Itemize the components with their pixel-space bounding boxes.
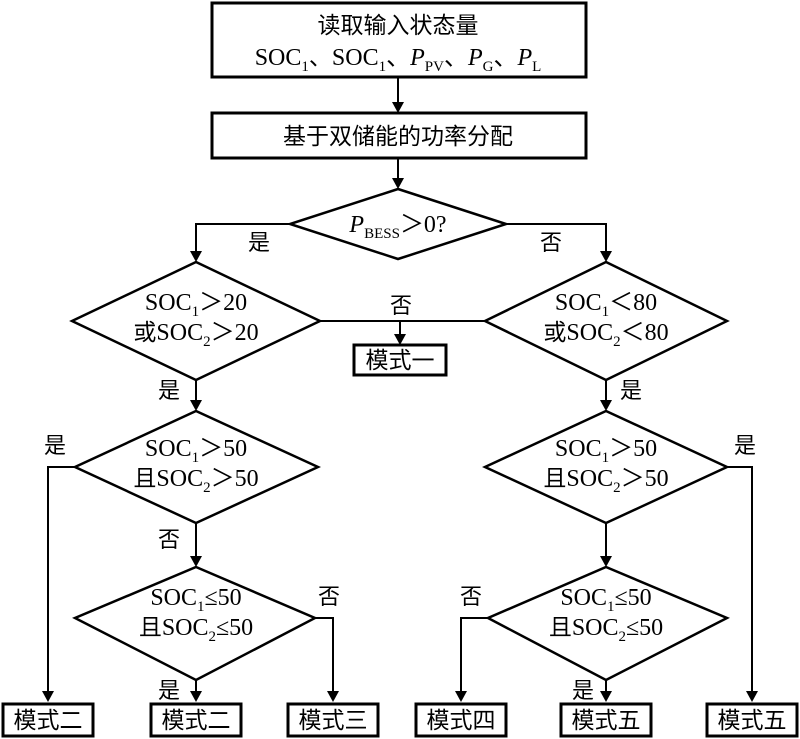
- decision-soc-gt20-line1: SOC1＞20: [145, 290, 247, 320]
- decision-soc-gt20-line2: 或SOC2＞20: [133, 320, 258, 350]
- connectors: [42, 77, 758, 702]
- decision-right-gt50-line1: SOC1＞50: [555, 436, 657, 466]
- start-variables: SOC1、SOC1、PPV、PG、PL: [255, 45, 542, 75]
- mode2a-label: 模式二: [14, 708, 83, 734]
- arrowhead: [600, 691, 612, 702]
- label-rle50-yes: 是: [572, 679, 594, 704]
- mode3-box: [286, 702, 380, 738]
- start-box: [210, 1, 588, 79]
- mode2b-box: [149, 702, 243, 738]
- arrowhead: [190, 400, 202, 411]
- mode5b-box: [705, 702, 799, 738]
- decision-left-le50-line2: 且SOC2≤50: [139, 615, 253, 645]
- label-l50-yes: 是: [44, 434, 66, 459]
- label-lle50-yes: 是: [158, 679, 180, 704]
- arrow-bess-yes: [195, 223, 290, 253]
- arrowhead: [600, 556, 612, 567]
- decision-soc-lt80-line2: 或SOC2＜80: [543, 320, 668, 350]
- arrowhead: [327, 691, 339, 702]
- mode1-label: 模式一: [366, 348, 435, 374]
- mode1-box: [352, 343, 448, 377]
- arrowhead: [394, 334, 406, 345]
- arrowhead: [190, 691, 202, 702]
- arrow-rle50-no: [460, 617, 488, 693]
- decision-left-gt50-line2: 且SOC2＞50: [133, 466, 258, 496]
- arrowhead: [392, 102, 404, 113]
- label-r50-yes: 是: [734, 434, 756, 459]
- decision-right-le50-line1: SOC1≤50: [560, 585, 651, 615]
- mode4-box: [414, 702, 508, 738]
- decision-right-le50: [485, 565, 730, 682]
- mode5a-box: [559, 702, 653, 738]
- decision-right-gt50: [482, 409, 730, 525]
- mode2b-label: 模式二: [162, 708, 231, 734]
- start-title: 读取输入状态量: [318, 13, 479, 39]
- label-l50-no: 否: [158, 528, 180, 553]
- decision-bess-text: PBESS＞0?: [348, 212, 446, 242]
- arrowhead: [190, 556, 202, 567]
- arrowhead: [600, 251, 612, 262]
- decision-left-le50-line1: SOC1≤50: [150, 585, 241, 615]
- mode4-label: 模式四: [427, 708, 496, 734]
- decision-right-gt50-line2: 且SOC2＞50: [543, 466, 668, 496]
- arrowhead: [190, 251, 202, 262]
- decision-right-le50-line2: 且SOC2≤50: [549, 615, 663, 645]
- arrowhead: [746, 691, 758, 702]
- label-right-yes: 是: [620, 379, 642, 404]
- decision-left-gt50: [72, 409, 321, 525]
- label-bess-no: 否: [540, 231, 562, 256]
- arrowhead: [392, 178, 404, 189]
- decision-soc-lt80: [482, 260, 730, 382]
- allocation-box: [210, 111, 588, 160]
- arrow-l50-yes: [47, 466, 75, 693]
- decision-soc-lt80-line1: SOC1＜80: [555, 290, 657, 320]
- label-bess-yes: 是: [248, 231, 270, 256]
- label-mid-no: 否: [390, 294, 412, 319]
- decision-bess: [285, 187, 511, 261]
- decision-soc-gt20: [69, 260, 323, 382]
- arrow-bess-no: [506, 223, 607, 253]
- arrowhead: [600, 400, 612, 411]
- arrowhead: [42, 691, 54, 702]
- mode2a-box: [1, 702, 95, 738]
- arrow-r50-yes: [727, 466, 753, 693]
- arrow-lle50-no: [315, 617, 334, 693]
- label-lle50-no: 否: [318, 585, 340, 610]
- mode5b-label: 模式五: [718, 708, 787, 734]
- arrowhead: [455, 691, 467, 702]
- mode3-label: 模式三: [299, 708, 368, 734]
- decision-left-gt50-line1: SOC1＞50: [145, 436, 247, 466]
- allocation-label: 基于双储能的功率分配: [283, 124, 513, 150]
- label-left-yes: 是: [158, 379, 180, 404]
- decision-left-le50: [72, 565, 318, 682]
- label-rle50-no: 否: [460, 585, 482, 610]
- mode5a-label: 模式五: [572, 708, 641, 734]
